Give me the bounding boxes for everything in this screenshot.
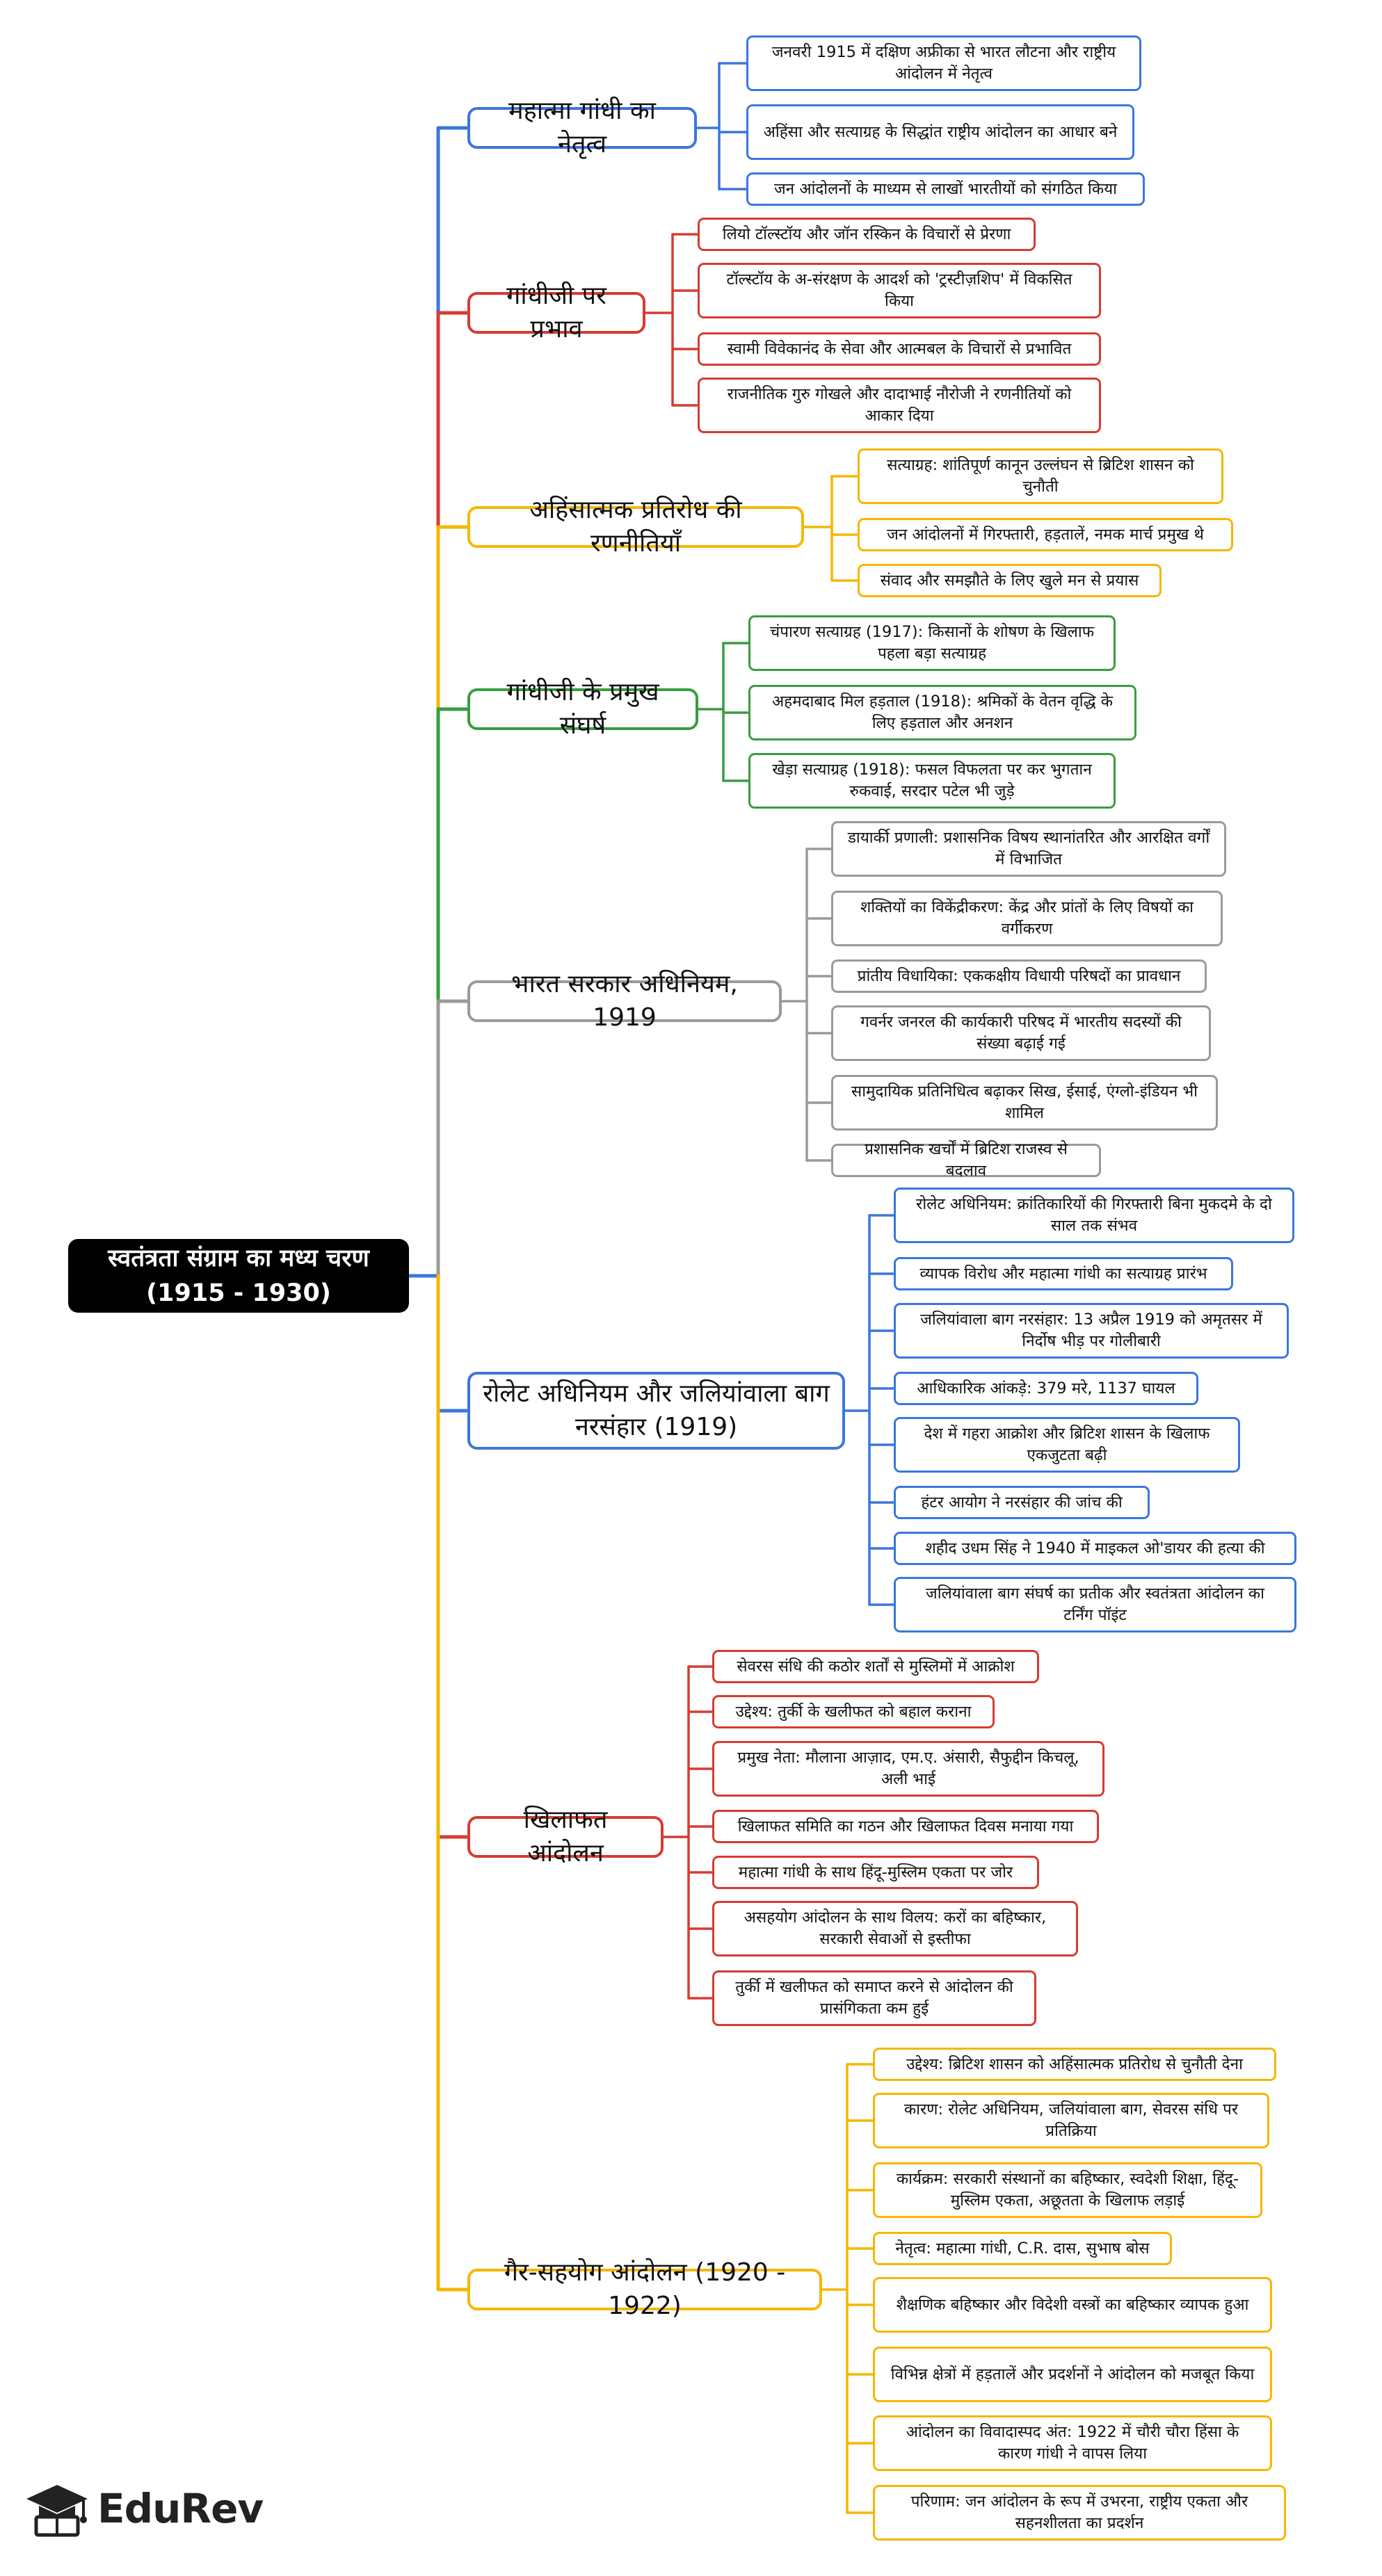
leaf-node: कारण: रोलेट अधिनियम, जलियांवाला बाग, सेव… xyxy=(873,2093,1269,2148)
graduation-cap-icon xyxy=(26,2485,88,2537)
leaf-node: संवाद और समझौते के लिए खुले मन से प्रयास xyxy=(858,564,1162,597)
leaf-node: सत्याग्रह: शांतिपूर्ण कानून उल्लंघन से ब… xyxy=(858,448,1223,504)
branch-node: अहिंसात्मक प्रतिरोध की रणनीतियाँ xyxy=(467,496,804,558)
leaf-node: जन आंदोलनों में गिरफ्तारी, हड़तालें, नमक… xyxy=(858,518,1233,551)
leaf-node: व्यापक विरोध और महात्मा गांधी का सत्याग्… xyxy=(894,1257,1233,1290)
leaf-node: सामुदायिक प्रतिनिधित्व बढ़ाकर सिख, ईसाई,… xyxy=(831,1075,1218,1131)
logo-text: EduRev xyxy=(97,2485,264,2532)
leaf-node: विभिन्न क्षेत्रों में हड़तालें और प्रदर्… xyxy=(873,2347,1272,2402)
leaf-node: गवर्नर जनरल की कार्यकारी परिषद में भारती… xyxy=(831,1005,1211,1061)
leaf-node: सेवरस संधि की कठोर शर्तों से मुस्लिमों म… xyxy=(712,1650,1039,1683)
leaf-node: कार्यक्रम: सरकारी संस्थानों का बहिष्कार,… xyxy=(873,2162,1262,2218)
leaf-node: प्रांतीय विधायिका: एककक्षीय विधायी परिषद… xyxy=(831,959,1207,993)
leaf-node: महात्मा गांधी के साथ हिंदू-मुस्लिम एकता … xyxy=(712,1856,1039,1889)
leaf-node: चंपारण सत्याग्रह (1917): किसानों के शोषण… xyxy=(748,615,1116,671)
branch-node: रोलेट अधिनियम और जलियांवाला बाग नरसंहार … xyxy=(467,1372,845,1450)
leaf-node: लियो टॉल्स्टॉय और जॉन रस्किन के विचारों … xyxy=(698,218,1036,251)
leaf-node: देश में गहरा आक्रोश और ब्रिटिश शासन के ख… xyxy=(894,1417,1240,1473)
leaf-node: असहयोग आंदोलन के साथ विलय: करों का बहिष्… xyxy=(712,1901,1078,1957)
leaf-node: उद्देश्य: ब्रिटिश शासन को अहिंसात्मक प्र… xyxy=(873,2048,1276,2081)
branch-node: भारत सरकार अधिनियम, 1919 xyxy=(467,970,782,1032)
leaf-node: तुर्की में खलीफत को समाप्त करने से आंदोल… xyxy=(712,1970,1036,2026)
branch-node: गांधीजी पर प्रभाव xyxy=(467,282,645,343)
root-title-line2: (1915 - 1930) xyxy=(146,1279,331,1307)
branch-node: गांधीजी के प्रमुख संघर्ष xyxy=(467,678,698,740)
leaf-node: राजनीतिक गुरु गोखले और दादाभाई नौरोजी ने… xyxy=(698,378,1101,433)
leaf-node: अहिंसा और सत्याग्रह के सिद्धांत राष्ट्री… xyxy=(746,104,1134,160)
leaf-node: प्रमुख नेता: मौलाना आज़ाद, एम.ए. अंसारी,… xyxy=(712,1741,1104,1797)
root-node: स्वतंत्रता संग्राम का मध्य चरण (1915 - 1… xyxy=(68,1239,409,1313)
leaf-node: शैक्षणिक बहिष्कार और विदेशी वस्त्रों का … xyxy=(873,2277,1272,2333)
branch-node: खिलाफत आंदोलन xyxy=(467,1806,664,1868)
leaf-node: हंटर आयोग ने नरसंहार की जांच की xyxy=(894,1486,1150,1519)
leaf-node: जन आंदोलनों के माध्यम से लाखों भारतीयों … xyxy=(746,172,1145,206)
leaf-node: उद्देश्य: तुर्की के खलीफत को बहाल कराना xyxy=(712,1695,995,1728)
leaf-node: स्वामी विवेकानंद के सेवा और आत्मबल के वि… xyxy=(698,332,1101,366)
leaf-node: खेड़ा सत्याग्रह (1918): फसल विफलता पर कर… xyxy=(748,753,1116,809)
leaf-node: टॉल्स्टॉय के अ-संरक्षण के आदर्श को 'ट्रस… xyxy=(698,263,1101,318)
leaf-node: आंदोलन का विवादास्पद अंत: 1922 में चौरी … xyxy=(873,2415,1272,2471)
leaf-node: परिणाम: जन आंदोलन के रूप में उभरना, राष्… xyxy=(873,2485,1286,2541)
leaf-node: शहीद उधम सिंह ने 1940 में माइकल ओ'डायर क… xyxy=(894,1532,1296,1565)
leaf-node: रोलेट अधिनियम: क्रांतिकारियों की गिरफ्ता… xyxy=(894,1188,1294,1243)
leaf-node: नेतृत्व: महात्मा गांधी, C.R. दास, सुभाष … xyxy=(873,2232,1172,2265)
branch-node: गैर-सहयोग आंदोलन (1920 - 1922) xyxy=(467,2258,822,2320)
branch-node: महात्मा गांधी का नेतृत्व xyxy=(467,97,697,159)
leaf-node: जलियांवाला बाग नरसंहार: 13 अप्रैल 1919 क… xyxy=(894,1303,1289,1359)
edurev-logo: EduRev xyxy=(24,2474,264,2543)
leaf-node: शक्तियों का विकेंद्रीकरण: केंद्र और प्रा… xyxy=(831,891,1223,946)
leaf-node: जनवरी 1915 में दक्षिण अफ्रीका से भारत लौ… xyxy=(746,35,1141,91)
leaf-node: जलियांवाला बाग संघर्ष का प्रतीक और स्वतं… xyxy=(894,1577,1296,1633)
leaf-node: अहमदाबाद मिल हड़ताल (1918): श्रमिकों के … xyxy=(748,685,1136,740)
leaf-node: डायार्की प्रणाली: प्रशासनिक विषय स्थानां… xyxy=(831,821,1226,877)
leaf-node: आधिकारिक आंकड़े: 379 मरे, 1137 घायल xyxy=(894,1372,1198,1405)
leaf-node: खिलाफत समिति का गठन और खिलाफत दिवस मनाया… xyxy=(712,1810,1099,1843)
leaf-node: प्रशासनिक खर्चों में ब्रिटिश राजस्व से ब… xyxy=(831,1140,1101,1180)
root-title-line1: स्वतंत्रता संग्राम का मध्य चरण xyxy=(108,1245,369,1272)
